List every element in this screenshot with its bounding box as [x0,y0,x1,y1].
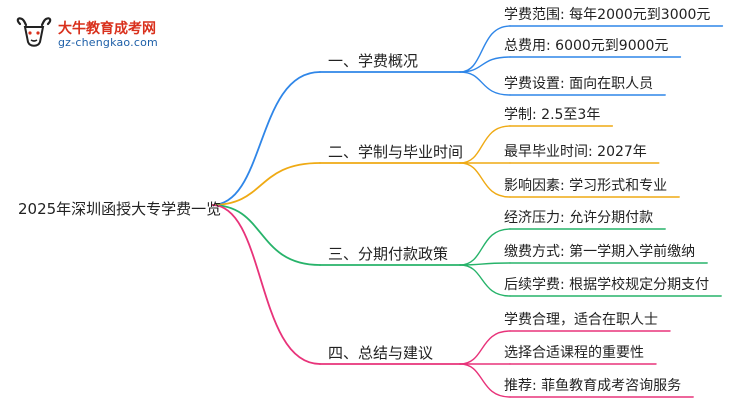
leaf-node: 推荐: 菲鱼教育成考咨询服务 [504,378,682,394]
branch-to-leaf-line [459,330,511,365]
leaf-node: 学费设置: 面向在职人员 [504,76,654,92]
bull-head-icon [16,17,52,47]
branch-node-summary: 四、总结与建议 [328,344,434,362]
branch-node-duration: 二、学制与毕业时间 [328,143,464,161]
branch-to-leaf-line [459,228,511,266]
leaf-node: 缴费方式: 第一学期入学前缴纳 [504,244,696,260]
brand-title: 大牛教育成考网 [58,21,156,37]
leaf-node: 影响因素: 学习形式和专业 [504,178,668,194]
leaf-node: 总费用: 6000元到9000元 [504,38,669,54]
branch-to-leaf-line [459,264,511,297]
leaf-node: 学费范围: 每年2000元到3000元 [504,7,711,23]
leaf-node: 最早毕业时间: 2027年 [504,144,647,160]
branch-to-leaf-line [459,25,511,73]
root-to-branch-line [211,71,321,206]
brand-url: gz-chengkao.com [58,36,158,49]
leaf-node: 经济压力: 允许分期付款 [504,210,654,226]
branch-to-leaf-line [459,125,511,164]
root-to-branch-line [211,204,321,266]
leaf-node: 后续学费: 根据学校规定分期支付 [504,277,710,293]
branch-to-leaf-line [459,363,511,398]
root-node: 2025年深圳函授大专学费一览 [18,200,222,218]
leaf-node: 选择合适课程的重要性 [504,345,644,361]
brand-logo: 大牛教育成考网 gz-chengkao.com [14,14,164,54]
root-to-branch-line [211,204,321,365]
branch-node-installment: 三、分期付款政策 [328,245,449,263]
leaf-node: 学制: 2.5至3年 [504,107,601,123]
branch-to-leaf-line [459,162,511,198]
root-to-branch-line [211,162,321,206]
branch-to-leaf-line [459,71,511,96]
leaf-node: 学费合理，适合在职人士 [504,312,658,328]
branch-to-leaf-line [459,56,511,73]
branch-node-fee-overview: 一、学费概况 [328,52,419,70]
